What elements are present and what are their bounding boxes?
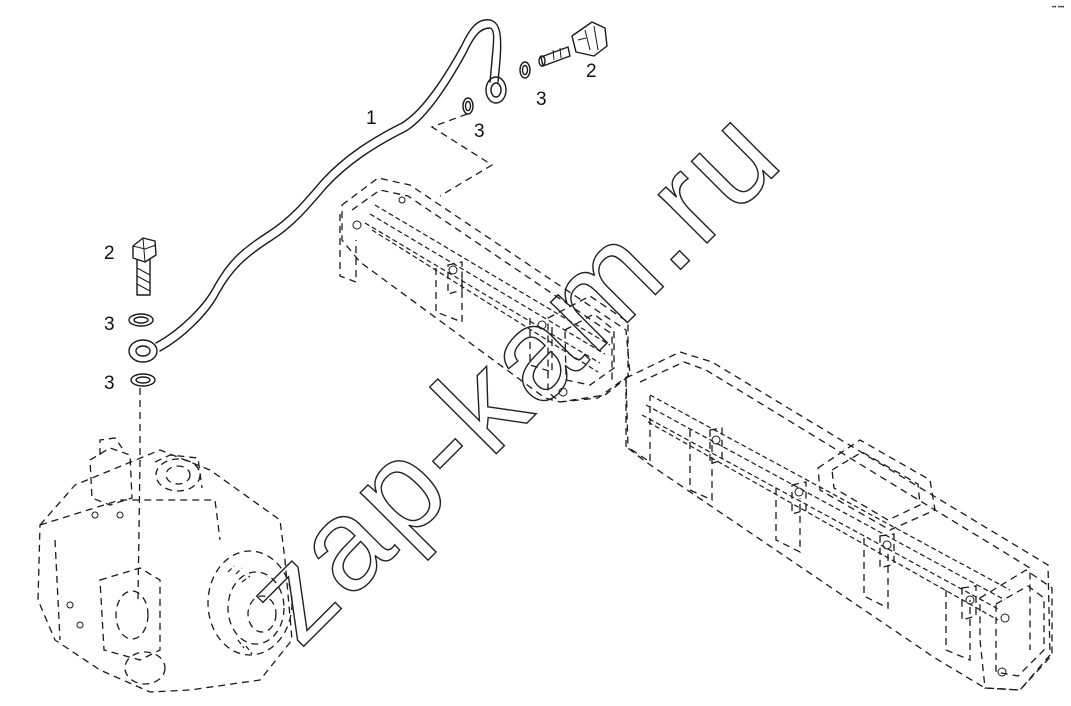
washer-right-outer — [519, 61, 531, 79]
assembly-axis-right — [430, 113, 494, 197]
corner-code: •• ••• — [1052, 5, 1064, 11]
gearbox-housing — [37, 437, 293, 693]
callout-washer-left-upper: 3 — [104, 314, 115, 335]
callout-washer-right-outer: 3 — [536, 89, 547, 110]
washer-right-inner — [462, 97, 474, 115]
heat-exchanger-front — [625, 351, 1053, 691]
banjo-bolt-right — [538, 21, 608, 67]
heat-exchanger-rear — [339, 177, 631, 403]
washer-left-upper — [128, 313, 154, 327]
oil-pipe — [128, 19, 507, 363]
banjo-bolt-left — [132, 237, 157, 296]
watermark: zap-kam.ru — [217, 79, 808, 670]
washer-left-lower — [130, 373, 156, 387]
callout-pipe: 1 — [366, 108, 377, 129]
callout-bolt-left: 2 — [104, 243, 115, 264]
callout-washer-right-inner: 3 — [474, 121, 485, 142]
callout-bolt-right: 2 — [586, 61, 597, 82]
callout-washer-left-lower: 3 — [104, 373, 115, 394]
assembly-axis-left — [137, 388, 141, 601]
